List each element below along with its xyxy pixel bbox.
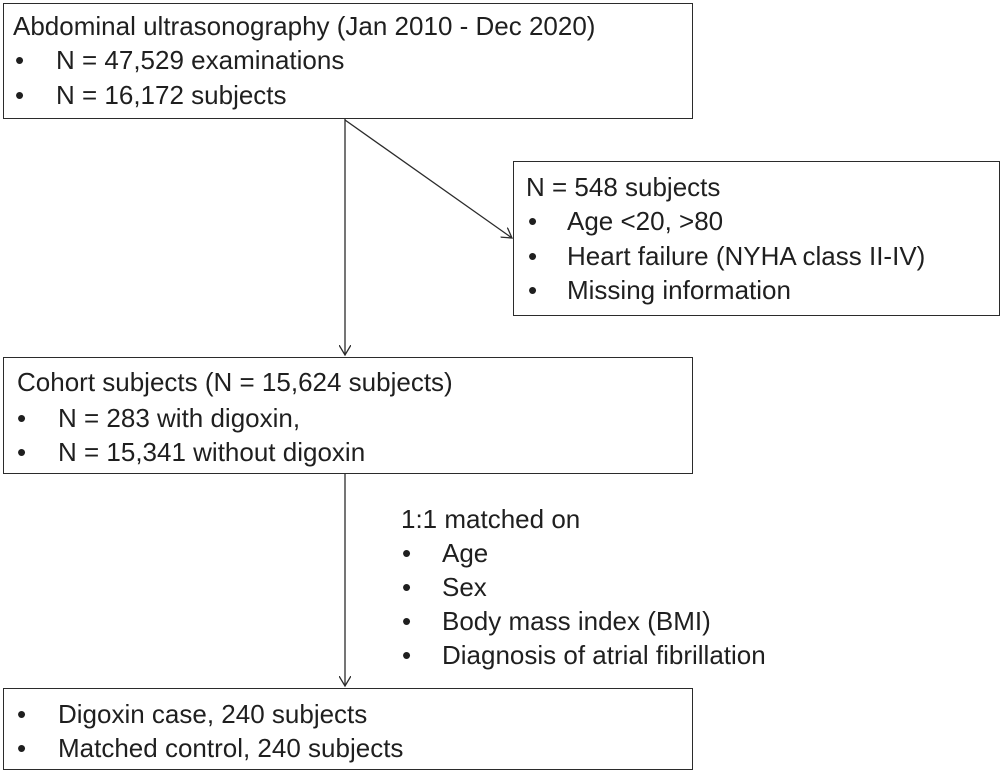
exclusion-box: N = 548 subjects • Age <20, >80 • Heart … xyxy=(513,161,1000,316)
examinations-count: N = 47,529 examinations xyxy=(56,45,345,75)
with-digoxin-count: N = 283 with digoxin, xyxy=(58,403,301,433)
exclusion-missing-info: Missing information xyxy=(567,275,791,305)
bullet-icon: • xyxy=(17,403,27,433)
bullet-icon: • xyxy=(17,699,27,729)
arrow-box1-to-exclusion xyxy=(344,119,512,238)
bullet-icon: • xyxy=(528,206,538,236)
cohort-title: Cohort subjects (N = 15,624 subjects) xyxy=(17,367,453,397)
cohort-box: Cohort subjects (N = 15,624 subjects) • … xyxy=(3,357,693,474)
matched-cohort-box: • Digoxin case, 240 subjects • Matched c… xyxy=(3,688,693,770)
bullet-icon: • xyxy=(17,437,27,467)
exclusion-heart-failure: Heart failure (NYHA class II-IV) xyxy=(567,241,926,271)
bullet-icon: • xyxy=(528,241,538,271)
bullet-icon: • xyxy=(528,275,538,305)
bullet-icon: • xyxy=(17,733,27,763)
matched-control-count: Matched control, 240 subjects xyxy=(58,733,404,763)
source-population-title: Abdominal ultrasonography (Jan 2010 - De… xyxy=(13,11,596,41)
digoxin-case-count: Digoxin case, 240 subjects xyxy=(58,699,368,729)
bullet-icon: • xyxy=(15,45,25,75)
exclusion-age: Age <20, >80 xyxy=(567,206,724,236)
without-digoxin-count: N = 15,341 without digoxin xyxy=(58,437,366,467)
source-population-box: Abdominal ultrasonography (Jan 2010 - De… xyxy=(3,3,693,119)
exclusion-title: N = 548 subjects xyxy=(526,172,721,202)
subjects-count: N = 16,172 subjects xyxy=(56,80,287,110)
bullet-icon: • xyxy=(15,80,25,110)
